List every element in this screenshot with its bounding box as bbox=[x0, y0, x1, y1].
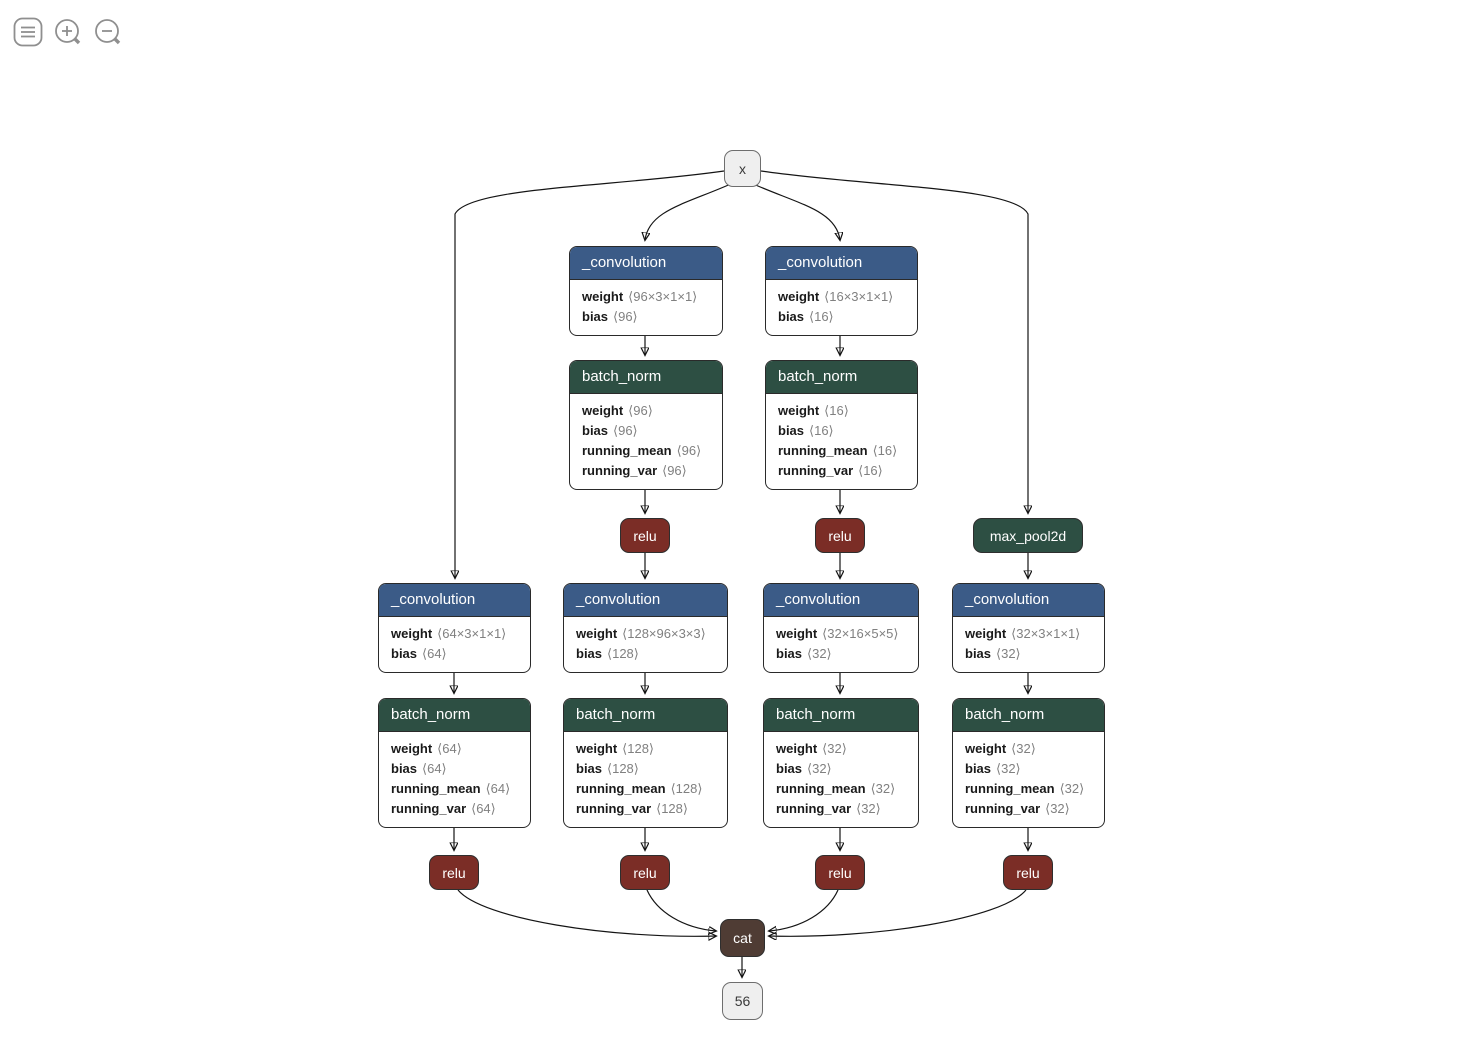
node-convolution-32b[interactable]: _convolution weight⟨32×3×1×1⟩ bias⟨32⟩ bbox=[952, 583, 1105, 673]
node-attr: weight⟨32×3×1×1⟩ bbox=[965, 626, 1081, 641]
node-attr: running_var⟨128⟩ bbox=[576, 801, 688, 816]
node-attr: running_var⟨32⟩ bbox=[776, 801, 881, 816]
node-relu-3[interactable]: relu bbox=[429, 855, 479, 890]
node-attr: running_var⟨16⟩ bbox=[778, 463, 883, 478]
node-attr: weight⟨96×3×1×1⟩ bbox=[582, 289, 698, 304]
node-attr: bias⟨16⟩ bbox=[778, 423, 834, 438]
node-attr: running_mean⟨16⟩ bbox=[778, 443, 898, 458]
zoom-in-button[interactable] bbox=[53, 17, 83, 47]
node-relu-6[interactable]: relu bbox=[1003, 855, 1053, 890]
node-batchnorm-32b[interactable]: batch_norm weight⟨32⟩ bias⟨32⟩ running_m… bbox=[952, 698, 1105, 828]
node-batchnorm-16[interactable]: batch_norm weight⟨16⟩ bias⟨16⟩ running_m… bbox=[765, 360, 918, 490]
node-title: _convolution bbox=[764, 584, 918, 617]
node-attr: weight⟨64×3×1×1⟩ bbox=[391, 626, 507, 641]
toolbar bbox=[13, 17, 123, 47]
node-attr: bias⟨32⟩ bbox=[965, 646, 1021, 661]
node-attr: running_mean⟨32⟩ bbox=[776, 781, 896, 796]
node-title: _convolution bbox=[570, 247, 722, 280]
node-title: _convolution bbox=[379, 584, 530, 617]
node-cat[interactable]: cat bbox=[720, 919, 765, 957]
node-attr: bias⟨32⟩ bbox=[776, 761, 832, 776]
node-attr: weight⟨96⟩ bbox=[582, 403, 653, 418]
node-attr: weight⟨16×3×1×1⟩ bbox=[778, 289, 894, 304]
node-attr: running_mean⟨128⟩ bbox=[576, 781, 703, 796]
node-input-label: x bbox=[739, 160, 746, 177]
node-attr: bias⟨16⟩ bbox=[778, 309, 834, 324]
node-relu-2[interactable]: relu bbox=[815, 518, 865, 553]
node-relu-label: relu bbox=[828, 864, 852, 881]
node-attr: bias⟨96⟩ bbox=[582, 309, 638, 324]
node-relu-label: relu bbox=[633, 527, 657, 544]
node-title: batch_norm bbox=[564, 699, 727, 732]
node-batchnorm-32a[interactable]: batch_norm weight⟨32⟩ bias⟨32⟩ running_m… bbox=[763, 698, 919, 828]
node-maxpool-label: max_pool2d bbox=[989, 527, 1067, 544]
node-title: _convolution bbox=[564, 584, 727, 617]
node-attr: weight⟨64⟩ bbox=[391, 741, 462, 756]
node-cat-label: cat bbox=[733, 930, 752, 946]
node-relu-label: relu bbox=[1016, 864, 1040, 881]
zoom-out-icon bbox=[95, 19, 121, 45]
node-attr: weight⟨16⟩ bbox=[778, 403, 849, 418]
node-attr: bias⟨96⟩ bbox=[582, 423, 638, 438]
menu-button[interactable] bbox=[13, 17, 43, 47]
node-attr: bias⟨64⟩ bbox=[391, 761, 447, 776]
node-attr: weight⟨32⟩ bbox=[776, 741, 847, 756]
node-attr: bias⟨128⟩ bbox=[576, 761, 639, 776]
node-relu-5[interactable]: relu bbox=[815, 855, 865, 890]
node-attr: running_var⟨96⟩ bbox=[582, 463, 687, 478]
node-attr: bias⟨32⟩ bbox=[965, 761, 1021, 776]
node-attr: running_mean⟨64⟩ bbox=[391, 781, 511, 796]
node-title: _convolution bbox=[953, 584, 1104, 617]
node-convolution-96[interactable]: _convolution weight⟨96×3×1×1⟩ bias⟨96⟩ bbox=[569, 246, 723, 336]
node-batchnorm-128[interactable]: batch_norm weight⟨128⟩ bias⟨128⟩ running… bbox=[563, 698, 728, 828]
node-title: batch_norm bbox=[764, 699, 918, 732]
zoom-out-button[interactable] bbox=[93, 17, 123, 47]
node-attr: bias⟨128⟩ bbox=[576, 646, 639, 661]
node-maxpool2d[interactable]: max_pool2d bbox=[973, 518, 1083, 553]
node-relu-label: relu bbox=[633, 864, 657, 881]
node-convolution-128[interactable]: _convolution weight⟨128×96×3×3⟩ bias⟨128… bbox=[563, 583, 728, 673]
node-attr: weight⟨128×96×3×3⟩ bbox=[576, 626, 706, 641]
node-convolution-64[interactable]: _convolution weight⟨64×3×1×1⟩ bias⟨64⟩ bbox=[378, 583, 531, 673]
menu-icon bbox=[13, 17, 43, 47]
node-attr: running_mean⟨96⟩ bbox=[582, 443, 702, 458]
node-relu-1[interactable]: relu bbox=[620, 518, 670, 553]
node-attr: weight⟨128⟩ bbox=[576, 741, 655, 756]
node-output[interactable]: 56 bbox=[722, 982, 763, 1020]
node-attr: bias⟨64⟩ bbox=[391, 646, 447, 661]
node-attr: bias⟨32⟩ bbox=[776, 646, 832, 661]
node-attr: weight⟨32⟩ bbox=[965, 741, 1036, 756]
node-convolution-32a[interactable]: _convolution weight⟨32×16×5×5⟩ bias⟨32⟩ bbox=[763, 583, 919, 673]
node-relu-label: relu bbox=[442, 864, 466, 881]
node-title: batch_norm bbox=[766, 361, 917, 394]
node-batchnorm-64[interactable]: batch_norm weight⟨64⟩ bias⟨64⟩ running_m… bbox=[378, 698, 531, 828]
node-attr: running_var⟨32⟩ bbox=[965, 801, 1070, 816]
node-output-label: 56 bbox=[734, 993, 751, 1009]
node-relu-4[interactable]: relu bbox=[620, 855, 670, 890]
zoom-in-icon bbox=[55, 19, 81, 45]
node-title: batch_norm bbox=[570, 361, 722, 394]
node-relu-label: relu bbox=[828, 527, 852, 544]
node-attr: running_var⟨64⟩ bbox=[391, 801, 496, 816]
node-batchnorm-96[interactable]: batch_norm weight⟨96⟩ bias⟨96⟩ running_m… bbox=[569, 360, 723, 490]
node-attr: weight⟨32×16×5×5⟩ bbox=[776, 626, 899, 641]
node-title: batch_norm bbox=[953, 699, 1104, 732]
node-title: batch_norm bbox=[379, 699, 530, 732]
node-convolution-16[interactable]: _convolution weight⟨16×3×1×1⟩ bias⟨16⟩ bbox=[765, 246, 918, 336]
node-title: _convolution bbox=[766, 247, 917, 280]
node-input[interactable]: x bbox=[724, 150, 761, 187]
node-attr: running_mean⟨32⟩ bbox=[965, 781, 1085, 796]
